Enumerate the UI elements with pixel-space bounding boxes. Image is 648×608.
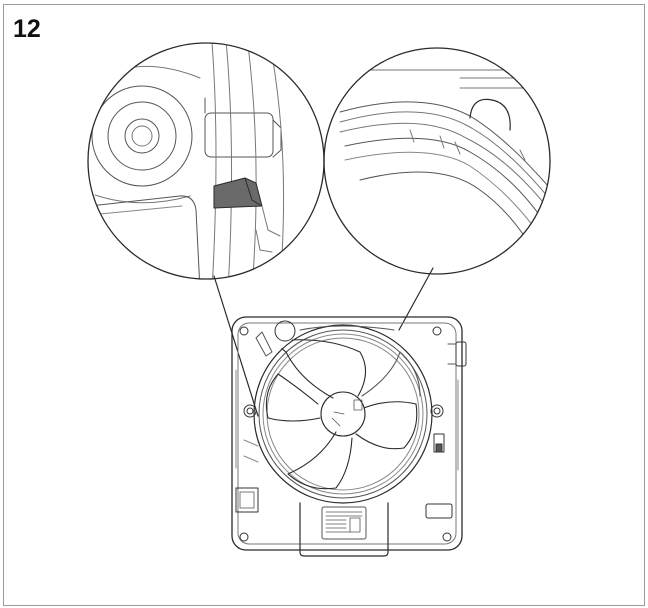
- step-number: 12: [13, 15, 41, 43]
- right-detail-magnifier: [323, 47, 551, 275]
- instruction-panel: 12: [3, 4, 645, 606]
- fan-unit: [231, 316, 467, 557]
- leader-lines: [213, 267, 434, 417]
- left-detail-magnifier: [87, 42, 325, 280]
